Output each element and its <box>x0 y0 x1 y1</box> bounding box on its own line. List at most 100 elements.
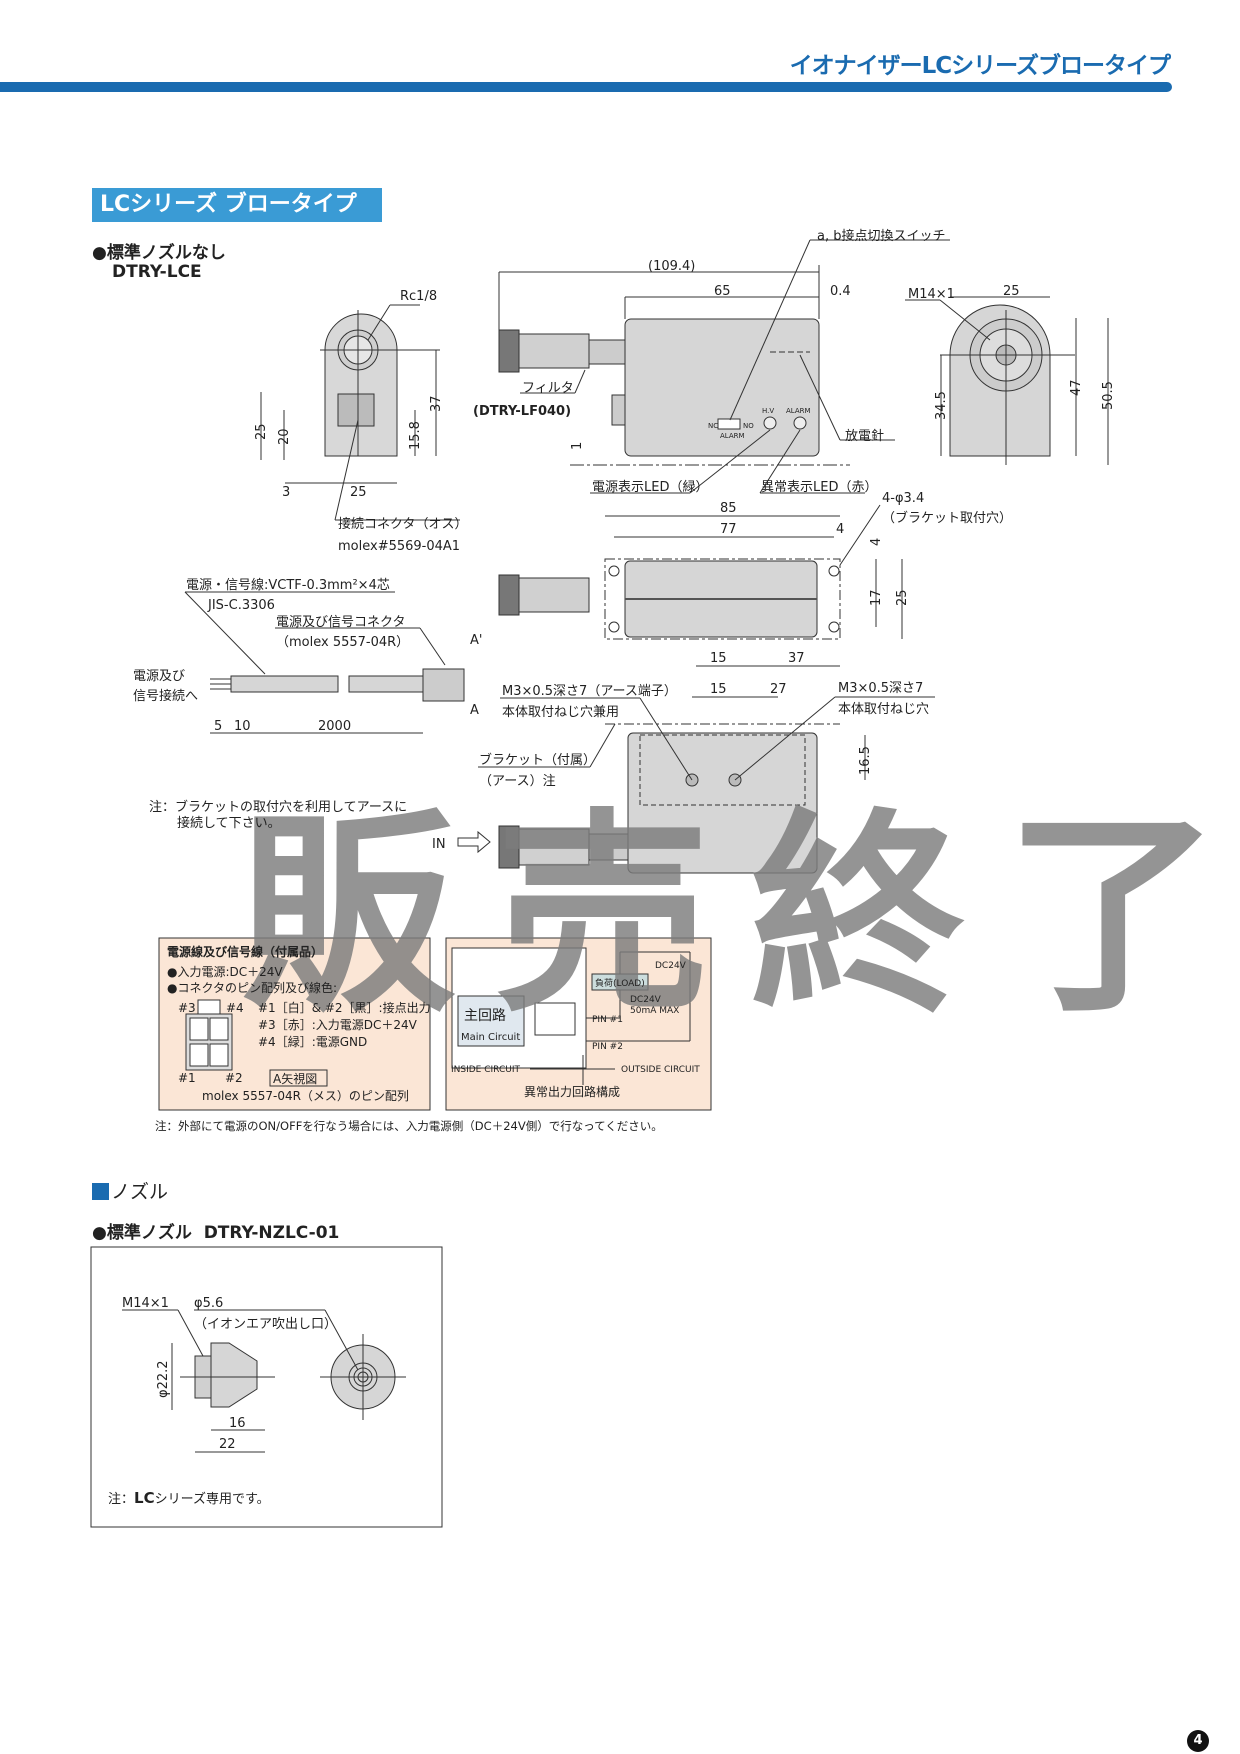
dim-77: 77 <box>720 522 737 537</box>
bracket-note-1: 注：ブラケットの取付穴を利用してアースに <box>149 799 407 815</box>
pin-connector-drawing <box>185 999 233 1071</box>
dim-4b: 4 <box>869 538 884 546</box>
wiring-caption: molex 5557-04R（メス）のピン配列 <box>202 1089 409 1103</box>
wiring-line2: ●コネクタのピン配列及び線色: <box>167 980 337 995</box>
bracket-note-2: 接続して下さい。 <box>177 815 281 831</box>
side-view-drawing <box>498 239 950 494</box>
dim-3: 3 <box>282 485 290 500</box>
nozzle-model: DTRY-NZLC-01 <box>203 1223 340 1243</box>
cable-drawing <box>184 591 465 734</box>
dim-85: 85 <box>720 501 737 516</box>
dim-total: (109.4) <box>648 259 695 274</box>
dim-0-4: 0.4 <box>830 284 851 299</box>
view-a-prime: A' <box>470 633 482 648</box>
load-label: 負荷(LOAD) <box>595 977 645 989</box>
screw1-note: 本体取付ねじ穴兼用 <box>502 705 619 720</box>
dim-25-w: 25 <box>350 485 367 500</box>
bottom-dim-15: 15 <box>710 682 727 697</box>
screw2-note: 本体取付ねじ穴 <box>838 702 929 717</box>
discontinued-watermark: 販売終了 <box>240 790 1240 1041</box>
pin4-label: #4 <box>226 1001 244 1015</box>
pin1-label: #1 <box>178 1071 196 1085</box>
nozzle-outlet-label: （イオンエア吹出し口） <box>194 1317 337 1332</box>
dim-4a: 4 <box>836 522 844 537</box>
wiring-info-box <box>158 937 431 1111</box>
dim-17: 17 <box>869 589 884 606</box>
pin3-label: #3 <box>178 1001 196 1015</box>
filter-label: フィルタ <box>522 381 574 396</box>
dim-1: 1 <box>570 442 585 450</box>
outside-circuit: OUTSIDE CIRCUIT <box>621 1065 700 1075</box>
page-header-title: イオナイザーLCシリーズブロータイプ <box>789 53 1171 79</box>
dc24v-label: DC24V <box>655 961 687 971</box>
dim-37: 37 <box>429 395 444 412</box>
square-bullet-icon <box>92 1183 109 1200</box>
power-led-label: 電源表示LED（緑） <box>592 480 708 495</box>
pin2-circuit: PIN #2 <box>592 1042 623 1052</box>
section-tag: LCシリーズ ブロータイプ <box>92 188 382 222</box>
nozzle-thread: M14×1 <box>122 1296 169 1311</box>
bracket-earth: （アース）注 <box>479 774 556 789</box>
nozzle-outlet-dia: φ5.6 <box>194 1296 223 1311</box>
main-circuit-en: Main Circuit <box>461 1032 520 1043</box>
pin1-circuit: PIN #1 <box>592 1015 623 1025</box>
cable-connector-part: （molex 5557-04R） <box>276 635 409 650</box>
dim-65: 65 <box>714 284 731 299</box>
bracket-label: ブラケット（付属） <box>479 752 596 768</box>
dim-15-8: 15.8 <box>408 421 423 450</box>
pin-desc1: #1［白］& #2［黒］:接点出力 <box>258 1000 431 1015</box>
cable-to-2: 信号接続へ <box>133 688 198 704</box>
dim-50-5: 50.5 <box>1101 381 1116 410</box>
top-dim-37: 37 <box>788 651 805 666</box>
switch-no: NO <box>743 422 754 430</box>
model-number: DTRY-LCE <box>112 262 202 282</box>
dim-5: 5 <box>214 719 222 734</box>
pin-desc3: #4［緑］:電源GND <box>258 1034 367 1049</box>
switch-label: a, b接点切換スイッチ <box>817 228 945 244</box>
dim-16-5: 16.5 <box>858 746 873 775</box>
wiring-line1: ●入力電源:DC＋24V <box>167 965 283 979</box>
nozzle-dim-16: 16 <box>229 1416 246 1431</box>
connector-label: 接続コネクタ（オス） <box>338 516 467 532</box>
power-note: 注：外部にて電源のON/OFFを行なう場合には、入力電源側（DC＋24V側）で行… <box>155 1119 663 1133</box>
cable-to-1: 電源及び <box>133 669 185 684</box>
holes-label: 4-φ3.4 <box>882 491 924 506</box>
switch-nc: NC <box>708 422 718 430</box>
header-rule <box>0 82 1172 92</box>
load-spec2: 50mA MAX <box>630 1006 679 1016</box>
dim-47: 47 <box>1069 379 1084 396</box>
nozzle-drawing <box>122 1309 406 1453</box>
subheading-no-nozzle: ●標準ノズルなし <box>92 243 226 263</box>
cable-standard: JIS-C.3306 <box>207 598 275 613</box>
nozzle-subheading-text: ●標準ノズル <box>92 1223 192 1243</box>
bottom-view-drawing <box>457 696 935 874</box>
dim-10: 10 <box>234 719 251 734</box>
port-label: Rc1/8 <box>400 289 437 304</box>
led-hv: H.V <box>762 407 774 415</box>
in-label: IN <box>432 837 446 852</box>
cable-spec: 電源・信号線:VCTF-0.3mm²×4芯 <box>186 577 390 593</box>
needle-label: 放電針 <box>845 429 884 444</box>
cable-connector: 電源及び信号コネクタ <box>276 615 405 630</box>
nozzle-dim-22: 22 <box>219 1437 236 1452</box>
nozzle-dim-dia: φ22.2 <box>156 1360 171 1398</box>
screw2-label: M3×0.5深さ7 <box>838 681 923 696</box>
load-spec1: DC24V <box>630 995 662 1005</box>
filter-part: (DTRY-LF040) <box>473 404 571 419</box>
screw1-label: M3×0.5深さ7（アース端子） <box>502 684 677 699</box>
pin2-label: #2 <box>225 1071 243 1085</box>
main-circuit-jp: 主回路 <box>464 1008 506 1024</box>
nozzle-subheading: ●標準ノズル DTRY-NZLC-01 <box>92 1218 339 1243</box>
page-number: 4 <box>1187 1730 1209 1752</box>
view-a: A <box>470 703 479 718</box>
holes-note: （ブラケット取付穴） <box>882 510 1012 526</box>
end-dim-25: 25 <box>1003 284 1020 299</box>
circuit-diagram <box>451 947 691 1085</box>
pin-desc2: #3［赤］:入力電源DC＋24V <box>258 1018 418 1032</box>
top-dim-15: 15 <box>710 651 727 666</box>
bottom-dim-27: 27 <box>770 682 787 697</box>
view-a-label: A矢視図 <box>273 1071 317 1086</box>
wiring-title: 電源線及び信号線（付属品） <box>167 944 323 959</box>
switch-alarm: ALARM <box>720 432 745 440</box>
